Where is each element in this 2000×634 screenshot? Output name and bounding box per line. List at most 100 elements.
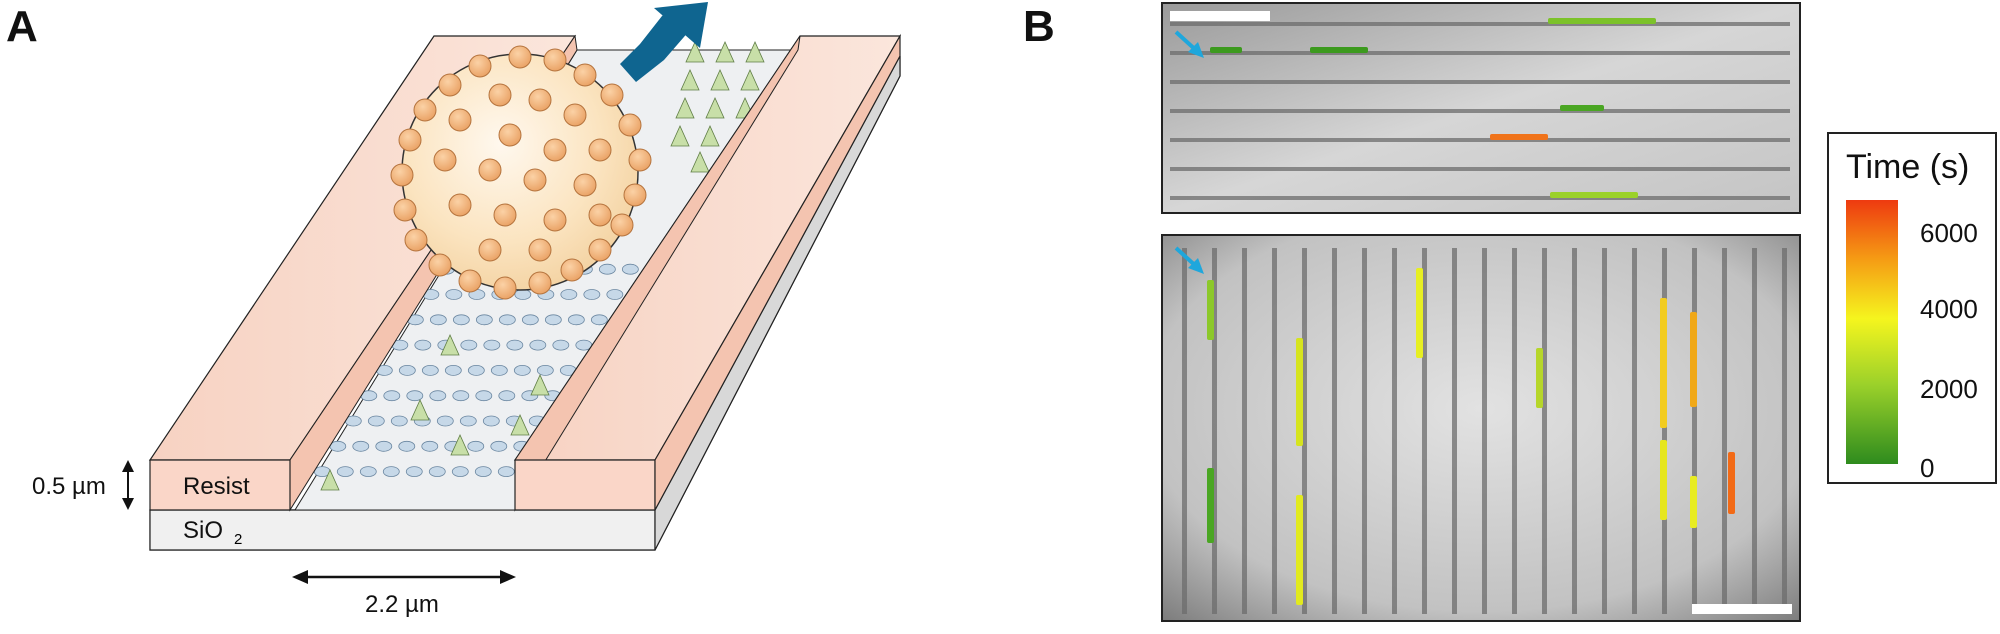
motion-arrow (620, 2, 708, 82)
sphere-knob (393, 198, 417, 222)
surface-cone (740, 69, 760, 91)
surface-dot (606, 289, 624, 300)
surface-dot (490, 440, 508, 452)
sphere-knob (398, 128, 422, 152)
surface-dot (621, 263, 639, 275)
channel-line (1332, 248, 1337, 614)
surface-dot (498, 390, 516, 402)
particle-trace (1207, 280, 1214, 340)
surface-dot (445, 289, 463, 300)
surface-dot (421, 440, 439, 452)
surface-dot (536, 364, 554, 376)
particle-trace (1690, 476, 1697, 528)
sphere-knob (448, 193, 472, 217)
surface-dot (497, 466, 515, 478)
sphere-knob (523, 168, 547, 192)
scale-bar-top (1170, 11, 1270, 21)
channel-line (1170, 109, 1790, 113)
surface-dot (483, 339, 501, 351)
channel-line (1170, 167, 1790, 171)
channel-line (1572, 248, 1577, 614)
particle-trace (1560, 105, 1604, 111)
micrograph-horizontal-channels (1161, 2, 1801, 214)
oxide-label: SiO (183, 517, 223, 544)
surface-cone (685, 41, 705, 63)
surface-dot (475, 314, 493, 326)
surface-dot (436, 415, 454, 427)
sphere-knob (543, 208, 567, 232)
surface-dot (521, 314, 539, 326)
surface-dot (460, 339, 478, 351)
channel-line (1182, 248, 1187, 614)
sphere-knob (528, 238, 552, 262)
surface-dot (459, 415, 477, 427)
sphere-knob (390, 163, 414, 187)
sphere-knob (623, 183, 647, 207)
channel-line (1602, 248, 1607, 614)
surface-cone (690, 151, 710, 173)
sphere-knob (438, 73, 462, 97)
height-dimension: 0.5 µm (32, 460, 134, 510)
channel-line (1542, 248, 1547, 614)
sphere-knob (628, 148, 652, 172)
colorbar-tick-4000: 4000 (1920, 294, 1978, 324)
surface-dot (352, 440, 370, 452)
particle-trace (1296, 495, 1303, 605)
panel-label-a: A (6, 2, 38, 51)
particle-trace (1728, 452, 1735, 514)
particle-trace (1210, 47, 1242, 53)
sphere-knob (493, 276, 517, 300)
surface-dot (452, 314, 470, 326)
particle-trace (1660, 298, 1667, 428)
channel-line (1170, 22, 1790, 26)
surface-cone (715, 41, 735, 63)
sphere-knob (433, 148, 457, 172)
sphere-knob (478, 238, 502, 262)
sphere-knob (468, 54, 492, 78)
sphere-knob (488, 83, 512, 107)
sphere-knob (508, 45, 532, 69)
channel-line (1692, 248, 1697, 614)
surface-dot (414, 339, 432, 351)
surface-dot (390, 415, 408, 427)
surface-dot (567, 314, 585, 326)
surface-cone (670, 125, 690, 147)
oxide-subscript: 2 (234, 531, 242, 548)
width-dimension: 2.2 µm (292, 570, 516, 618)
sphere-knob (493, 203, 517, 227)
channel-line (1512, 248, 1517, 614)
sphere-knob (404, 228, 428, 252)
sphere-knob (458, 269, 482, 293)
surface-dot (452, 390, 470, 402)
surface-dot (514, 289, 532, 300)
particle-trace (1690, 312, 1697, 407)
sphere-knob (560, 258, 584, 282)
surface-cone (530, 374, 550, 396)
channel-line (1170, 196, 1790, 200)
surface-dot (529, 339, 547, 351)
pointer-arrow-top (1174, 30, 1204, 58)
sphere-knob (543, 138, 567, 162)
surface-dot (398, 364, 416, 376)
colorbar: Time (s) 6000 4000 2000 0 (1827, 132, 1997, 484)
surface-cone (320, 469, 340, 491)
channel-line (1782, 248, 1787, 614)
surface-dot (444, 364, 462, 376)
surface-dot (382, 466, 400, 478)
channel-line (1170, 138, 1790, 142)
channel-line (1170, 51, 1790, 55)
channel-line (1212, 248, 1217, 614)
colorbar-title: Time (s) (1846, 148, 1969, 186)
particle-trace (1207, 468, 1214, 543)
surface-dot (451, 466, 469, 478)
surface-cone (410, 399, 430, 421)
particle-trace (1490, 134, 1548, 140)
surface-cone (450, 434, 470, 456)
surface-cone (440, 334, 460, 356)
surface-dot (421, 364, 439, 376)
surface-cone (710, 69, 730, 91)
surface-dot (475, 390, 493, 402)
surface-dot (598, 263, 616, 275)
surface-dot (467, 440, 485, 452)
surface-dot (336, 466, 354, 478)
